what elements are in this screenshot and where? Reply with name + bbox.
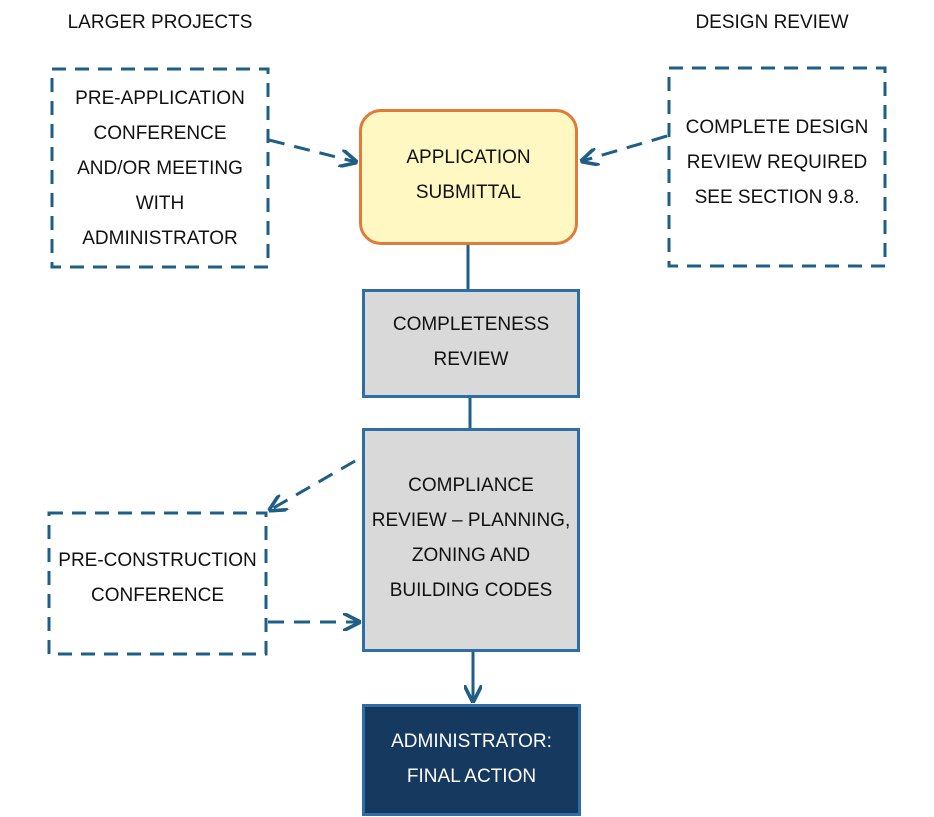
box-text-line: PRE-CONSTRUCTION xyxy=(58,550,257,571)
larger-projects-heading: LARGER PROJECTS xyxy=(67,12,253,33)
box-text-line: SUBMITTAL xyxy=(415,182,522,203)
box-text-line: BUILDING CODES xyxy=(389,580,553,601)
box-text-line: CONFERENCE xyxy=(90,585,224,606)
design-review-to-submittal-arrow xyxy=(582,134,668,161)
box-text-line: REVIEW xyxy=(433,349,509,370)
box-text-line: CONFERENCE xyxy=(93,122,227,144)
compliance-to-pre-construction-arrow xyxy=(270,459,356,510)
box-text-line: WITH xyxy=(135,192,185,214)
box-text-line: SEE SECTION 9.8. xyxy=(694,187,860,208)
box-text-line: COMPLETENESS xyxy=(392,314,550,335)
box-text-line: PRE-APPLICATION xyxy=(75,87,245,109)
box-text-line: COMPLETE DESIGN xyxy=(685,117,869,138)
pre-construction-box-border xyxy=(47,511,268,656)
pre-construction-conference-box: PRE-CONSTRUCTION CONFERENCE xyxy=(49,513,266,654)
box-text-line: ADMINISTRATOR xyxy=(82,227,238,249)
box-text-line: APPLICATION xyxy=(406,147,531,168)
box-text-line: REVIEW REQUIRED xyxy=(686,152,868,173)
box-text-line: COMPLIANCE xyxy=(408,475,534,496)
application-submittal-box: APPLICATION SUBMITTAL xyxy=(359,109,578,245)
pre-application-conference-box: PRE-APPLICATION CONFERENCE AND/OR MEETIN… xyxy=(52,69,268,267)
box-text-line: ZONING AND xyxy=(411,545,531,566)
design-review-heading: DESIGN REVIEW xyxy=(695,12,849,33)
design-review-box: COMPLETE DESIGN REVIEW REQUIRED SEE SECT… xyxy=(669,68,885,266)
box-text-line: ADMINISTRATOR: xyxy=(391,731,552,752)
box-text-line: REVIEW – PLANNING, xyxy=(371,510,571,531)
compliance-review-box: COMPLIANCE REVIEW – PLANNING, ZONING AND… xyxy=(362,428,580,652)
final-action-box: ADMINISTRATOR: FINAL ACTION xyxy=(362,704,581,816)
box-text-line: AND/OR MEETING xyxy=(77,157,243,179)
box-text-line: FINAL ACTION xyxy=(406,766,537,787)
pre-application-to-submittal-arrow xyxy=(268,138,356,162)
completeness-review-box: COMPLETENESS REVIEW xyxy=(362,289,580,398)
